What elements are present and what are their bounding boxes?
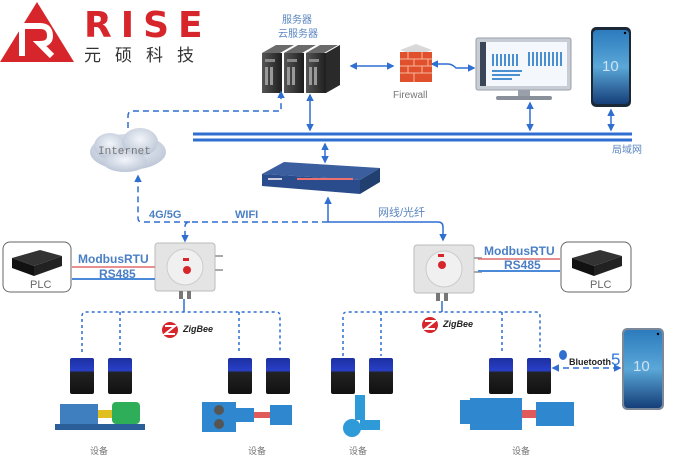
sensor-icon [70,358,94,394]
server-rack-icon [262,45,340,93]
link-wifi [181,221,328,243]
sensor-icon [228,358,252,394]
device-label-3: 设备 [349,446,368,456]
zigbee-tree-left [81,299,281,352]
equipment-gear-pump [202,402,292,432]
link-4g5g [134,174,190,223]
smartphone-icon [622,328,664,410]
wired-label: 网线/光纤 [378,207,426,219]
bluetooth-icon [559,350,567,360]
phone-top-screen-text: 10 [602,58,619,75]
link-firewall-monitor [430,60,476,72]
plc-left-label: PLC [30,279,52,291]
zigbee-right-label: ZigBee [443,319,474,329]
zigbee-left-label: ZigBee [183,324,214,334]
link-wired-right-gateway [328,221,447,242]
sensor-icon [108,358,132,394]
sensor-icon [331,358,355,394]
sensor-icon [266,358,290,394]
sensors [70,358,551,394]
monitor-dashboard-icon [475,37,572,100]
sensor-icon [369,358,393,394]
sensor-icon [489,358,513,394]
modbus-right-label: ModbusRTU [484,244,555,258]
plc-right-label: PLC [590,279,612,291]
zigbee-logo-icon [422,317,438,333]
plc-controller-icon [2,241,72,293]
link-internet-server [127,90,285,128]
rs485-right-label: RS485 [504,258,541,272]
rs485-left-label: RS485 [99,267,136,281]
device-label-1: 设备 [90,446,109,456]
rise-logo-mark [0,2,74,62]
bluetooth-label: Bluetooth5 [569,350,620,370]
sensor-icon [527,358,551,394]
servers-label-1: 服务器 [282,15,312,26]
zigbee-logo-icon [162,322,178,338]
servers-label-2: 云服务器 [278,29,318,40]
equipment-centrifugal-pump [460,398,574,430]
bluetooth-text: Bluetooth [569,357,611,367]
wifi-label: WIFI [235,209,259,221]
firewall-icon [400,44,432,82]
equipment-pump-motor [55,402,145,430]
smartphone-icon [591,27,631,107]
phone-bottom-screen-text: 10 [633,358,650,375]
device-label-4: 设备 [512,446,531,456]
device-label-2: 设备 [248,446,267,456]
plc-controller-icon [560,241,632,293]
internet-label: Internet [98,146,151,158]
lan-label: 局域网 [612,145,642,156]
bluetooth-version: 5 [611,350,621,369]
logo-company: 元硕科技 [84,46,208,66]
cellular-label: 4G/5G [149,209,182,221]
cloud-icon [90,128,166,172]
logo-brand: RISE [84,5,212,46]
modbus-left-label: ModbusRTU [78,252,149,266]
lan-bus [193,132,632,142]
firewall-label: Firewall [393,90,428,101]
gateway-box-icon [413,244,482,301]
router-icon [262,162,380,194]
equipment-vertical-pump [343,395,380,437]
zigbee-tree-right [342,301,541,356]
gateway-box-icon [154,242,223,299]
